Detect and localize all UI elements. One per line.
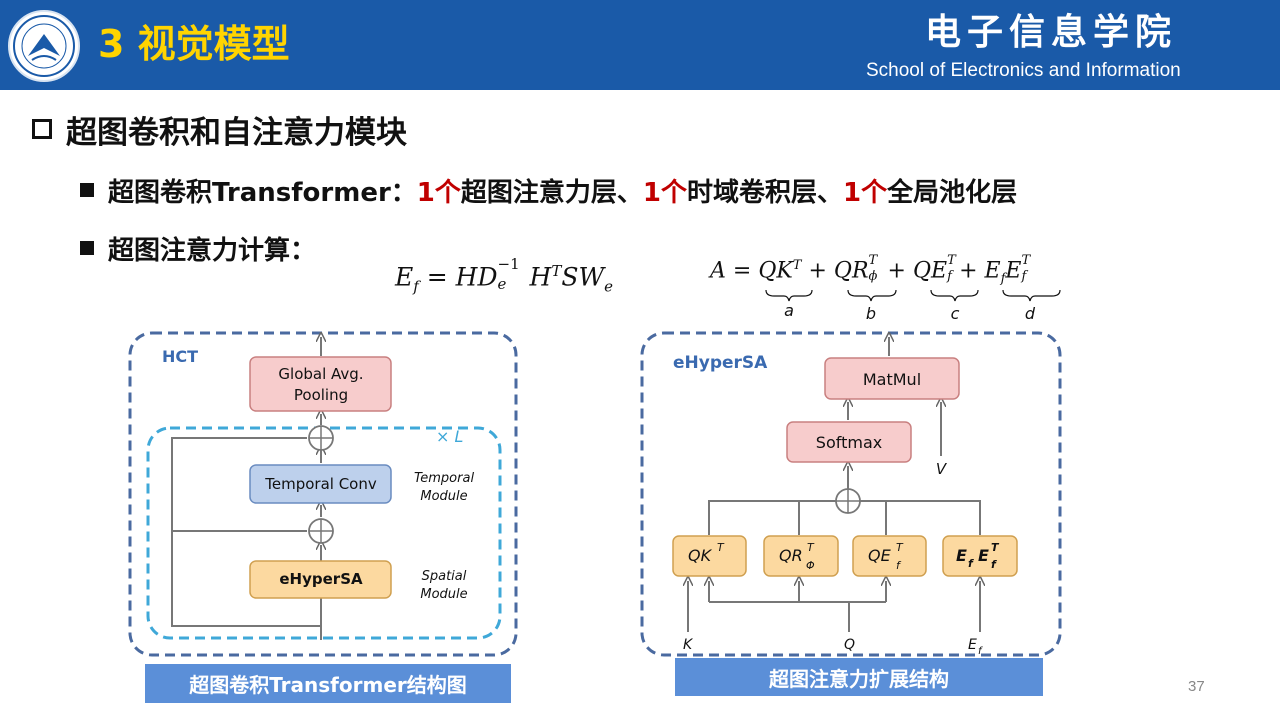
- matmul-label: MatMul: [863, 370, 921, 389]
- hollow-square-bullet-icon: [32, 119, 52, 139]
- ef-input-label: E: [968, 637, 977, 653]
- qe-sub: f: [896, 559, 902, 572]
- hct-pooling-block: [249, 356, 392, 412]
- ef-input-sub: f: [978, 646, 983, 657]
- qe-sup: T: [896, 541, 904, 554]
- ee-sub-2: f: [991, 558, 997, 571]
- ee-sub-1: f: [968, 557, 974, 570]
- q-input-label: Q: [844, 637, 855, 653]
- qe-block: [852, 535, 927, 577]
- section-heading: 超图卷积和自注意力模块: [32, 106, 407, 152]
- ehypersa-caption: 超图注意力扩展结构: [675, 658, 1043, 696]
- qr-label: QR: [779, 546, 803, 565]
- logo-emblem-icon: [13, 15, 75, 77]
- qk-label: QK: [688, 546, 713, 565]
- qk-block: [672, 535, 747, 577]
- brace-b-icon: [847, 289, 897, 302]
- square-bullet-icon: [80, 183, 94, 197]
- bullet-hct-components: 超图卷积Transformer：1个超图注意力层、1个时域卷积层、1个全局池化层: [80, 170, 1017, 210]
- brace-c-label: c: [951, 304, 960, 323]
- brace-a-label: a: [784, 301, 794, 320]
- brace-b-label: b: [866, 304, 876, 323]
- qk-sup: T: [717, 541, 725, 554]
- ee-label-1: E: [956, 546, 967, 565]
- bullet-hct-text: 超图卷积Transformer：1个超图注意力层、1个时域卷积层、1个全局池化层: [108, 177, 1018, 208]
- brace-c-icon: [930, 289, 979, 302]
- hct-add-node-top: [308, 425, 334, 451]
- hct-temporal-conv-block: [249, 464, 392, 504]
- slide-header: 3 视觉模型 电子信息学院 School of Electronics and …: [0, 0, 1280, 90]
- slide-title: 3 视觉模型: [98, 22, 290, 66]
- hct-label: HCT: [162, 347, 198, 366]
- softmax-label: Softmax: [816, 433, 882, 452]
- qr-sub: Φ: [806, 559, 815, 572]
- ee-block: [942, 535, 1018, 577]
- temporal-module-line2: Module: [420, 489, 467, 504]
- brace-d-icon: [1002, 289, 1061, 302]
- hct-ehypersa-block: [249, 560, 392, 599]
- qe-label: QE: [868, 546, 892, 565]
- hct-pooling-line1: Global Avg.: [278, 365, 363, 383]
- spatial-module-line2: Module: [420, 587, 467, 602]
- spatial-module-line1: Spatial: [422, 569, 467, 584]
- school-name-english: School of Electronics and Information: [866, 60, 1181, 81]
- qr-sup: T: [807, 541, 815, 554]
- ee-label-2: E: [978, 546, 989, 565]
- ee-sup-2: T: [991, 541, 1000, 554]
- brace-d-label: d: [1025, 304, 1036, 323]
- hct-outer-frame: [128, 331, 518, 657]
- v-input-label: V: [936, 460, 948, 478]
- square-bullet-icon: [80, 241, 94, 255]
- university-logo: [8, 10, 80, 82]
- softmax-block: [786, 421, 912, 463]
- matmul-block: [824, 357, 960, 400]
- school-name-chinese: 电子信息学院: [925, 11, 1178, 53]
- page-number: 37: [1188, 678, 1205, 695]
- hct-caption: 超图卷积Transformer结构图: [145, 664, 511, 703]
- hct-add-node-bottom: [308, 518, 334, 544]
- qr-block: [763, 535, 839, 577]
- hct-loop-label: × L: [436, 427, 463, 446]
- k-input-label: K: [683, 637, 694, 653]
- hct-temporal-conv-label: Temporal Conv: [264, 475, 377, 493]
- hct-ehypersa-label: eHyperSA: [279, 570, 363, 588]
- ehypersa-add-node: [835, 488, 861, 514]
- ehypersa-outer-frame: [640, 331, 1062, 657]
- hct-pooling-line2: Pooling: [294, 386, 348, 404]
- temporal-module-line1: Temporal: [414, 471, 475, 486]
- ehypersa-label: eHyperSA: [673, 353, 768, 373]
- section-heading-text: 超图卷积和自注意力模块: [66, 114, 407, 151]
- bullet-attention-calc: 超图注意力计算：: [80, 228, 316, 268]
- brace-a-icon: [765, 289, 813, 302]
- bullet-attention-text: 超图注意力计算：: [108, 235, 317, 266]
